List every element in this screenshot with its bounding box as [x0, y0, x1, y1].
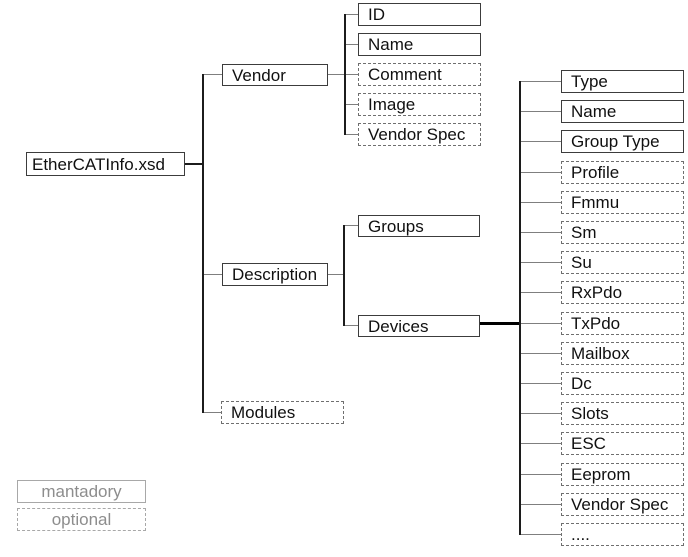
node-vendor-vendor-spec: Vendor Spec [358, 123, 481, 146]
node-devices: Devices [358, 315, 480, 337]
connector-spine-to-modules [204, 412, 221, 413]
node-groups: Groups [358, 215, 480, 237]
connector-description-spine [343, 225, 345, 326]
node-vendor: Vendor [222, 64, 328, 86]
connector-device-child-15 [521, 534, 561, 535]
connector-vendor-child-2 [346, 74, 358, 75]
node-device-mailbox: Mailbox [561, 342, 684, 365]
connector-device-child-2 [521, 141, 561, 142]
node-device-sm: Sm [561, 221, 684, 244]
node-ethercatinfo-xsd: EtherCATInfo.xsd [26, 152, 185, 176]
connector-device-child-13 [521, 474, 561, 475]
legend-optional: optional [17, 508, 146, 531]
connector-devices-spine [519, 81, 521, 535]
node-device-group-type: Group Type [561, 130, 684, 153]
connector-vendor-child-1 [346, 44, 358, 45]
node-device-esc: ESC [561, 432, 684, 455]
legend-mantadory: mantadory [17, 480, 146, 503]
connector-device-child-4 [521, 202, 561, 203]
connector-spine-to-vendor [204, 74, 222, 75]
connector-vendor-child-0 [346, 14, 358, 15]
node-device-fmmu: Fmmu [561, 191, 684, 214]
connector-device-child-12 [521, 443, 561, 444]
node-device-name: Name [561, 100, 684, 123]
connector-to-groups [345, 225, 358, 226]
node-device-ellipsis: .... [561, 523, 684, 546]
node-device-type: Type [561, 70, 684, 93]
connector-vendor-spine [344, 14, 346, 135]
node-device-txpdo: TxPdo [561, 312, 684, 335]
connector-device-child-9 [521, 353, 561, 354]
node-vendor-name: Name [358, 33, 481, 56]
connector-device-child-14 [521, 504, 561, 505]
node-vendor-image: Image [358, 93, 481, 116]
node-device-rxpdo: RxPdo [561, 281, 684, 304]
node-device-su: Su [561, 251, 684, 274]
connector-level1-spine [202, 74, 204, 413]
node-device-vendor-spec: Vendor Spec [561, 493, 684, 516]
connector-device-child-0 [521, 81, 561, 82]
node-description: Description [222, 263, 328, 286]
connector-device-child-3 [521, 172, 561, 173]
node-vendor-comment: Comment [358, 63, 481, 86]
node-device-eeprom: Eeprom [561, 463, 684, 486]
node-modules: Modules [221, 401, 344, 424]
connector-device-child-11 [521, 413, 561, 414]
connector-device-child-7 [521, 292, 561, 293]
node-device-profile: Profile [561, 161, 684, 184]
connector-vendor-child-4 [346, 134, 358, 135]
connector-vendor-child-3 [346, 104, 358, 105]
connector-devices-out [480, 322, 521, 325]
connector-spine-to-description [204, 274, 222, 275]
node-device-slots: Slots [561, 402, 684, 425]
connector-device-child-1 [521, 111, 561, 112]
connector-root-out [185, 163, 203, 165]
connector-vendor-out [328, 74, 345, 75]
node-device-dc: Dc [561, 372, 684, 395]
node-vendor-id: ID [358, 3, 481, 26]
connector-device-child-10 [521, 383, 561, 384]
connector-device-child-6 [521, 262, 561, 263]
connector-to-devices [345, 325, 358, 326]
connector-device-child-8 [521, 323, 561, 324]
connector-description-out [328, 274, 343, 275]
connector-device-child-5 [521, 232, 561, 233]
